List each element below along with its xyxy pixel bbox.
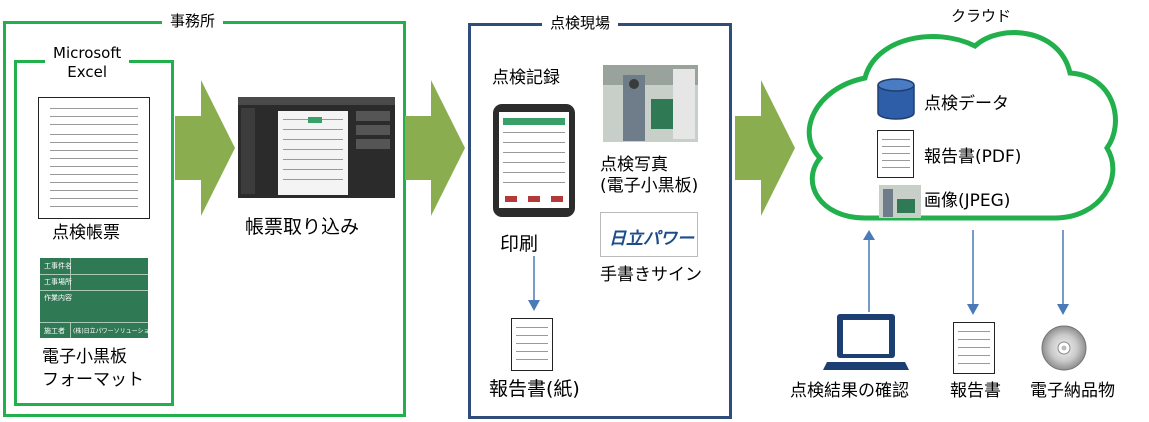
board-row-2: 工事場所 bbox=[44, 278, 72, 286]
cloud-item-report: 報告書(PDF) bbox=[924, 147, 1022, 167]
tablet-device bbox=[493, 104, 575, 217]
import-label: 帳票取り込み bbox=[245, 216, 360, 238]
board-footer-right: (株)日立パワーソリューションズ bbox=[73, 328, 162, 335]
laptop-icon bbox=[823, 314, 909, 370]
flow-arrow-3 bbox=[735, 80, 795, 216]
photo-label: 点検写真 (電子小黒板) bbox=[600, 155, 699, 196]
office-title: 事務所 bbox=[162, 11, 224, 31]
record-label: 点検記録 bbox=[492, 68, 560, 88]
board-row-3: 作業内容 bbox=[44, 294, 72, 302]
hitachi-logo-box: 日立パワー bbox=[600, 212, 698, 257]
document-icon bbox=[877, 130, 914, 178]
output-report-document bbox=[953, 322, 995, 374]
flow-arrow-1 bbox=[175, 80, 235, 216]
output-report-label: 報告書 bbox=[950, 381, 1001, 401]
cloud-item-image: 画像(JPEG) bbox=[924, 191, 1011, 211]
import-screenshot bbox=[238, 97, 395, 198]
excel-title: Microsoft Excel bbox=[45, 44, 130, 82]
cloud-connectors bbox=[863, 230, 1069, 315]
blackboard-format-label: 電子小黒板 フォーマット bbox=[42, 347, 144, 390]
inspection-form-label: 点検帳票 bbox=[52, 223, 120, 243]
blackboard-format: 工事件名 工事場所 作業内容 施工者 (株)日立パワーソリューションズ bbox=[40, 258, 161, 338]
image-icon bbox=[879, 185, 921, 218]
flow-arrow-2 bbox=[405, 80, 465, 216]
disc-label: 電子納品物 bbox=[1030, 381, 1115, 401]
site-title: 点検現場 bbox=[542, 13, 619, 33]
disc-icon bbox=[1041, 325, 1087, 371]
board-footer-left: 施工者 bbox=[44, 327, 65, 335]
board-row-1: 工事件名 bbox=[44, 262, 72, 270]
inspection-form-document bbox=[38, 97, 150, 219]
paper-report-document bbox=[511, 318, 553, 371]
cloud-item-data: 点検データ bbox=[924, 94, 1009, 114]
print-label: 印刷 bbox=[500, 233, 539, 255]
print-arrow bbox=[528, 256, 540, 311]
hitachi-logo-text: 日立パワー bbox=[609, 229, 694, 249]
database-icon bbox=[877, 78, 915, 120]
laptop-label: 点検結果の確認 bbox=[790, 381, 909, 401]
paper-report-label: 報告書(紙) bbox=[489, 378, 580, 400]
inspection-photo bbox=[603, 65, 698, 142]
cloud-title: クラウド bbox=[951, 7, 1012, 25]
sign-label: 手書きサイン bbox=[600, 265, 702, 285]
